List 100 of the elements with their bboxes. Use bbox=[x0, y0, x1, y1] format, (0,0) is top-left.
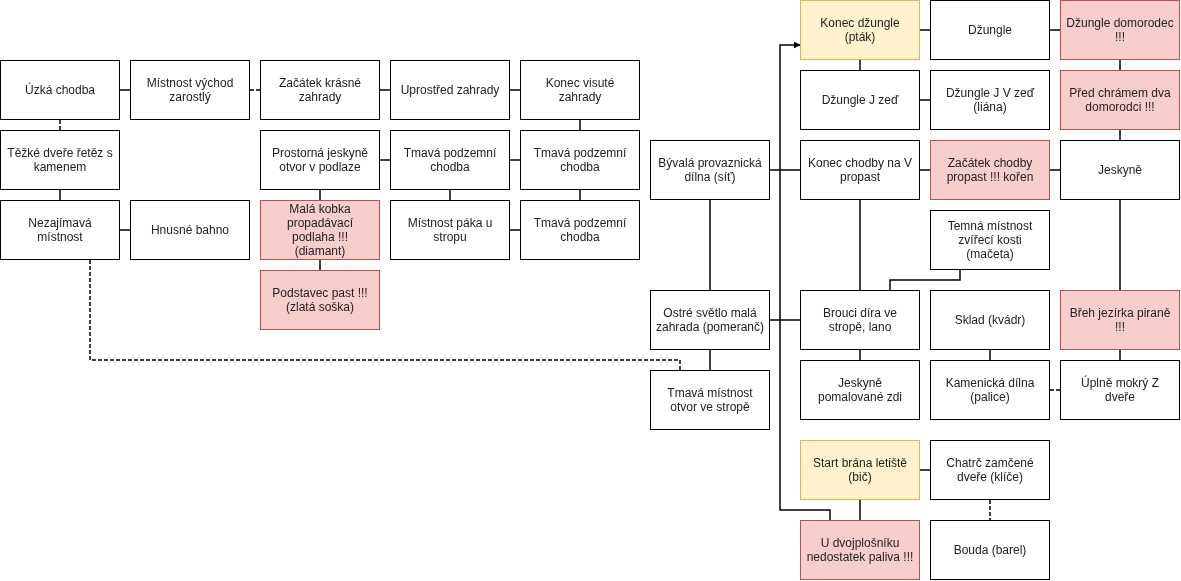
room-box bbox=[930, 360, 1050, 420]
room-label: Bouda (barel) bbox=[953, 543, 1027, 557]
room-label: Jeskyně bbox=[1098, 163, 1142, 177]
room-label: Brouci díra ve stropě, lano bbox=[821, 306, 898, 334]
room-label: Začátek chodby propast !!! kořen bbox=[945, 156, 1035, 184]
room-label: Jeskyně pomalované zdi bbox=[816, 376, 904, 404]
room-label: Úzká chodba bbox=[24, 83, 95, 97]
room-box bbox=[390, 60, 510, 120]
room-label: Džungle J zeď bbox=[821, 93, 899, 107]
connector-line bbox=[859, 199, 861, 291]
room-box bbox=[930, 210, 1050, 270]
connector-line bbox=[319, 259, 321, 271]
room-label: Místnost východ zarostlý bbox=[145, 76, 235, 104]
room-label: Sklad (kvádr) bbox=[954, 313, 1026, 327]
connector-line bbox=[379, 159, 391, 161]
room-label: Tmavá místnost otvor ve stropě bbox=[666, 386, 754, 414]
room-label: Podstavec past !!! (zlatá soška) bbox=[271, 286, 369, 314]
room-label: Úplně mokrý Z dveře bbox=[1080, 376, 1160, 404]
hazard-room-box bbox=[1060, 70, 1180, 130]
connector-line bbox=[919, 99, 931, 101]
room-label: Tmavá podzemní chodba bbox=[402, 146, 498, 174]
room-label: Nezajímavá místnost bbox=[27, 216, 93, 244]
connector-line bbox=[1119, 199, 1121, 291]
room-box bbox=[520, 130, 640, 190]
connector-line bbox=[1119, 129, 1121, 141]
room-label: Konec visuté zahrady bbox=[544, 76, 616, 104]
room-box bbox=[0, 60, 120, 120]
room-box bbox=[800, 360, 920, 420]
connector-line bbox=[119, 229, 131, 231]
room-label: Džungle bbox=[968, 23, 1012, 37]
room-box bbox=[0, 200, 120, 260]
room-box bbox=[1060, 360, 1180, 420]
room-box bbox=[650, 370, 770, 430]
connector-line bbox=[709, 349, 711, 371]
connector-line bbox=[509, 159, 521, 161]
connector-line bbox=[1119, 349, 1121, 361]
connector-line bbox=[769, 319, 801, 321]
connector-line bbox=[1049, 169, 1061, 171]
room-label: Kamenická dílna (palice) bbox=[944, 376, 1036, 404]
hazard-room-box bbox=[260, 200, 380, 260]
room-box bbox=[930, 520, 1050, 580]
arrow bbox=[779, 41, 831, 521]
room-label: Temná místnost zvířecí kosti (mačeta) bbox=[946, 219, 1034, 261]
connector-line bbox=[709, 199, 711, 291]
room-box bbox=[390, 130, 510, 190]
connector-line bbox=[1049, 389, 1061, 391]
room-label: Džungle J V zeď (liána) bbox=[944, 86, 1036, 114]
connector-line bbox=[249, 89, 261, 91]
room-label: Před chrámem dva domorodci !!! bbox=[1068, 86, 1172, 114]
start-room-box bbox=[800, 440, 920, 500]
start-room-box bbox=[800, 0, 920, 60]
connector-line bbox=[509, 229, 521, 231]
room-label: Malá kobka propadávací podlaha !!! (diamant) bbox=[285, 202, 354, 258]
connector-line bbox=[989, 499, 991, 521]
room-box bbox=[650, 140, 770, 200]
room-label: Břeh jezírka piraně !!! bbox=[1068, 306, 1172, 334]
hazard-room-box bbox=[1060, 290, 1180, 350]
connector-line bbox=[449, 189, 451, 201]
room-box bbox=[650, 290, 770, 350]
room-label: Místnost páka u stropu bbox=[406, 216, 494, 244]
room-label: Ostré světlo malá zahrada (pomeranč) bbox=[655, 306, 765, 334]
room-box bbox=[930, 290, 1050, 350]
hazard-room-box bbox=[800, 520, 920, 580]
room-box bbox=[260, 130, 380, 190]
connector-line bbox=[989, 349, 991, 361]
hazard-room-box bbox=[260, 270, 380, 330]
connector-line bbox=[889, 269, 961, 291]
connector-line bbox=[769, 169, 801, 171]
room-box bbox=[130, 200, 250, 260]
room-box bbox=[390, 200, 510, 260]
connector-line bbox=[919, 469, 931, 471]
connector-line bbox=[89, 259, 681, 371]
connector-line bbox=[319, 189, 321, 201]
room-box bbox=[800, 70, 920, 130]
connector-line bbox=[859, 59, 861, 71]
room-box bbox=[130, 60, 250, 120]
connector-line bbox=[1119, 59, 1121, 71]
room-label: Start brána letiště (bič) bbox=[811, 456, 909, 484]
room-box bbox=[0, 130, 120, 190]
room-box bbox=[800, 290, 920, 350]
room-label: Prostorná jeskyně otvor v podlaze bbox=[270, 146, 369, 174]
connector-line bbox=[1049, 29, 1061, 31]
room-box bbox=[520, 200, 640, 260]
connector-line bbox=[509, 89, 521, 91]
connector-line bbox=[859, 349, 861, 361]
connector-line bbox=[919, 169, 931, 171]
room-label: Konec chodby na V propast bbox=[806, 156, 914, 184]
room-label: Tmavá podzemní chodba bbox=[532, 216, 628, 244]
room-label: Bývalá provaznická dílna (síť) bbox=[657, 156, 763, 184]
room-label: Tmavá podzemní chodba bbox=[532, 146, 628, 174]
connector-line bbox=[119, 89, 131, 91]
room-label: Těžké dveře řetěz s kamenem bbox=[6, 146, 114, 174]
room-box bbox=[260, 60, 380, 120]
room-label: Hnusné bahno bbox=[150, 223, 230, 237]
room-label: U dvojplošníku nedostatek paliva !!! bbox=[805, 536, 915, 564]
room-label: Konec džungle (pták) bbox=[819, 16, 901, 44]
room-box bbox=[1060, 140, 1180, 200]
connector-line bbox=[59, 189, 61, 201]
hazard-room-box bbox=[930, 140, 1050, 200]
connector-line bbox=[919, 29, 931, 31]
